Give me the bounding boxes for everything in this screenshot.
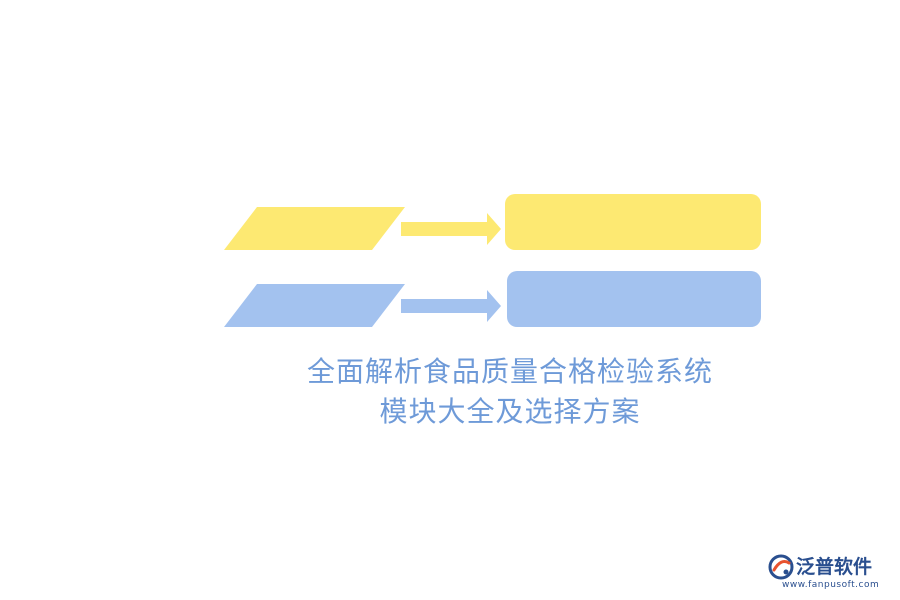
blue-arrow	[401, 290, 501, 322]
fanpu-logo[interactable]: 泛普软件 www.fanpusoft.com	[768, 552, 894, 594]
page-title: 全面解析食品质量合格检验系统 模块大全及选择方案	[200, 352, 820, 432]
yellow-rounded-box	[505, 194, 761, 250]
blue-parallelogram	[224, 284, 405, 327]
fanpu-logo-icon	[768, 554, 794, 580]
title-line-1: 全面解析食品质量合格检验系统	[306, 355, 713, 388]
yellow-parallelogram	[224, 207, 405, 250]
blue-rounded-box	[507, 271, 761, 327]
yellow-arrow	[401, 213, 501, 245]
logo-url: www.fanpusoft.com	[782, 580, 880, 590]
logo-name: 泛普软件	[796, 556, 873, 578]
title-line-2: 模块大全及选择方案	[379, 395, 641, 428]
